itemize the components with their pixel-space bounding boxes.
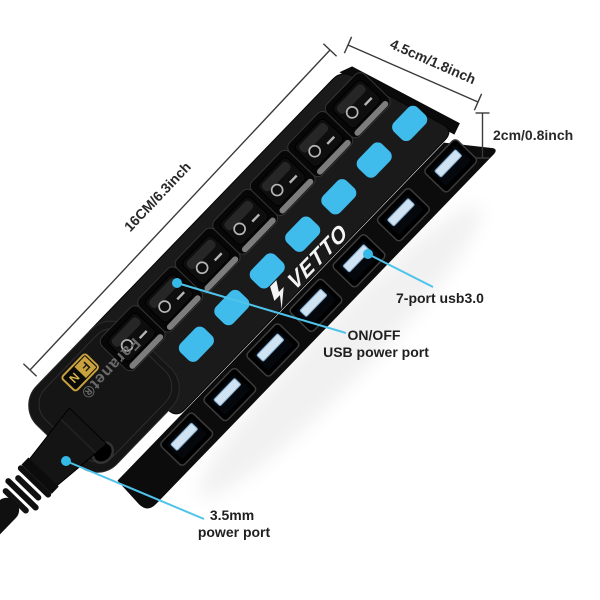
brand-bolt-icon: [270, 280, 284, 310]
dimension-tick: [473, 93, 483, 111]
usb-hub: VETTO Faranet® F N: [28, 66, 496, 509]
switch-callout-line1: ON/OFF: [348, 327, 401, 343]
strain-relief-ridge: [15, 475, 42, 501]
switch-callout-line2: USB power port: [323, 344, 429, 360]
power-callout-line1: 3.5mm: [210, 507, 254, 523]
fn-logo: F N: [61, 353, 99, 392]
drop-shadow: [199, 206, 481, 498]
dimension-tick: [322, 43, 338, 57]
callout-dot: [363, 249, 373, 259]
dimension-height: 2cm/0.8inch: [475, 112, 573, 159]
ports-callout-label: 7-port usb3.0: [396, 290, 484, 306]
callout-dot: [172, 278, 182, 288]
callout-ports: 7-port usb3.0: [363, 249, 484, 306]
width-dimension-label: 4.5cm/1.8inch: [388, 36, 479, 88]
strain-relief-ridge: [5, 478, 39, 511]
callout-dot: [61, 456, 71, 466]
power-cable: [0, 407, 108, 578]
strain-relief-ridge: [2, 488, 29, 514]
power-callout-line2: power port: [198, 524, 271, 540]
dimension-tick: [343, 36, 353, 54]
callout-switch: ON/OFF USB power port: [172, 278, 429, 360]
height-dimension-label: 2cm/0.8inch: [493, 127, 573, 143]
callout-power: 3.5mm power port: [61, 456, 270, 540]
dimension-tick: [22, 363, 38, 377]
strain-relief-ridge: [17, 465, 52, 498]
length-dimension-label: 16CM/6.3inch: [121, 159, 194, 235]
